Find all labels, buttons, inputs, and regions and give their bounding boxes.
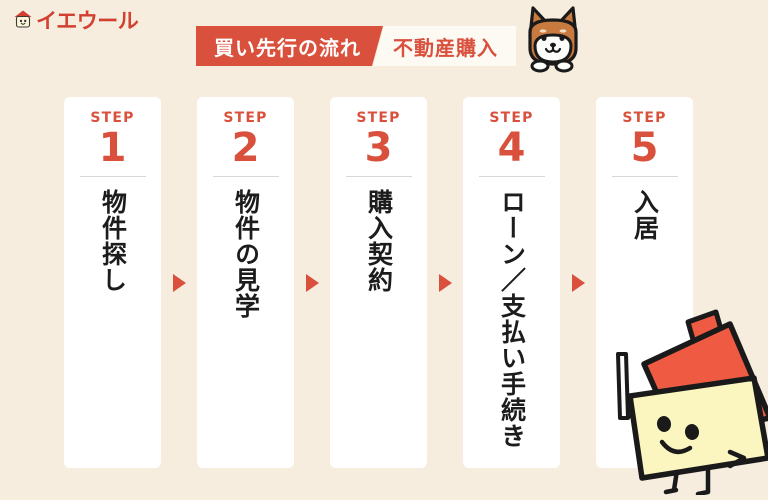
- step-number: 1: [98, 125, 127, 171]
- flow-arrow-3: [427, 97, 463, 468]
- house-character-icon: [604, 306, 768, 500]
- steps-flow: STEP 1 物件探し STEP 2 物件の見学 STEP 3 購入契約 STE…: [0, 97, 768, 469]
- step-divider: [611, 176, 678, 177]
- flow-arrow-4: [560, 97, 596, 468]
- brand-logo[interactable]: イエウール: [12, 8, 139, 35]
- step-divider: [79, 176, 146, 177]
- shiba-dog-icon: [522, 2, 584, 79]
- banner-left-label: 買い先行の流れ: [196, 26, 383, 66]
- step-label: STEP: [223, 110, 268, 126]
- step-title: 購入契約: [364, 188, 394, 293]
- step-card-1[interactable]: STEP 1 物件探し: [64, 97, 161, 468]
- step-divider: [345, 176, 412, 177]
- house-mascot-icon: [12, 8, 34, 35]
- arrow-right-icon: [172, 273, 186, 292]
- step-divider: [478, 176, 545, 177]
- arrow-right-icon: [305, 273, 319, 292]
- arrow-right-icon: [571, 273, 585, 292]
- flow-arrow-2: [294, 97, 330, 468]
- step-label: STEP: [90, 110, 135, 126]
- step-card-4[interactable]: STEP 4 ローン／支払い手続き: [463, 97, 560, 468]
- step-label: STEP: [356, 110, 401, 126]
- step-title: ローン／支払い手続き: [497, 188, 527, 449]
- flow-arrow-1: [161, 97, 197, 468]
- arrow-right-icon: [438, 273, 452, 292]
- step-card-3[interactable]: STEP 3 購入契約: [330, 97, 427, 468]
- step-label: STEP: [489, 110, 534, 126]
- step-label: STEP: [622, 110, 667, 126]
- step-title: 物件の見学: [231, 188, 261, 319]
- step-card-2[interactable]: STEP 2 物件の見学: [197, 97, 294, 468]
- step-title: 物件探し: [98, 188, 128, 293]
- banner-right-label: 不動産購入: [373, 26, 516, 66]
- step-number: 2: [231, 125, 260, 171]
- step-divider: [212, 176, 279, 177]
- step-title: 入居: [630, 188, 660, 241]
- header-banner: 買い先行の流れ 不動産購入: [196, 26, 516, 66]
- step-number: 5: [630, 125, 659, 171]
- step-number: 3: [364, 125, 393, 171]
- step-number: 4: [497, 125, 526, 171]
- brand-name: イエウール: [36, 9, 139, 33]
